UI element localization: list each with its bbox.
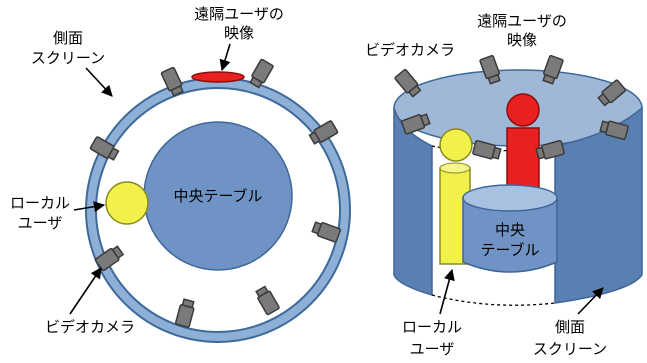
local-user-head — [439, 128, 473, 162]
remote-user-video-label-2: 映像 — [224, 24, 254, 42]
side-screen-label: 側面 — [555, 318, 585, 336]
local-user-body-top — [439, 162, 471, 174]
central-table-top — [462, 184, 558, 212]
side-screen-label-2: スクリーン — [31, 49, 105, 67]
local-user-label-2: ユーザ — [410, 340, 455, 358]
remote-user-head — [506, 93, 540, 127]
side-screen-label: 側面 — [53, 29, 83, 47]
local-user-label: ローカル — [10, 194, 70, 212]
central-table-label-2: テーブル — [480, 241, 539, 259]
top-view-diagram: 中央テーブル 遠隔ユーザの 映像 側面 スクリーン ローカル ユーザ ビデオカメ… — [10, 5, 351, 343]
side-screen-label-2: スクリーン — [533, 340, 607, 358]
side-screen-panel-left — [393, 107, 433, 297]
perspective-view-diagram: 中央 テーブル 遠隔ユーザの 映像 ビデオカメラ ローカル ユーザ 側面 スクリ… — [365, 12, 643, 358]
side-screen-panel-right — [554, 106, 643, 304]
remote-user-video-label: 遠隔ユーザの — [477, 12, 567, 30]
remote-user-video-marker — [191, 71, 245, 83]
remote-user-video-label-2: 映像 — [507, 31, 537, 49]
camera-icon — [247, 58, 275, 90]
remote-user-body — [506, 127, 540, 189]
video-camera-label: ビデオカメラ — [45, 318, 135, 336]
central-table-label: 中央 — [495, 221, 525, 239]
local-user-label: ローカル — [402, 318, 462, 336]
local-user-label-2: ユーザ — [18, 214, 63, 232]
central-table-side — [462, 197, 558, 273]
central-table-label: 中央テーブル — [173, 187, 262, 205]
video-camera-label: ビデオカメラ — [365, 41, 455, 59]
remote-user-video-label: 遠隔ユーザの — [194, 5, 284, 23]
local-user-circle — [105, 181, 149, 225]
